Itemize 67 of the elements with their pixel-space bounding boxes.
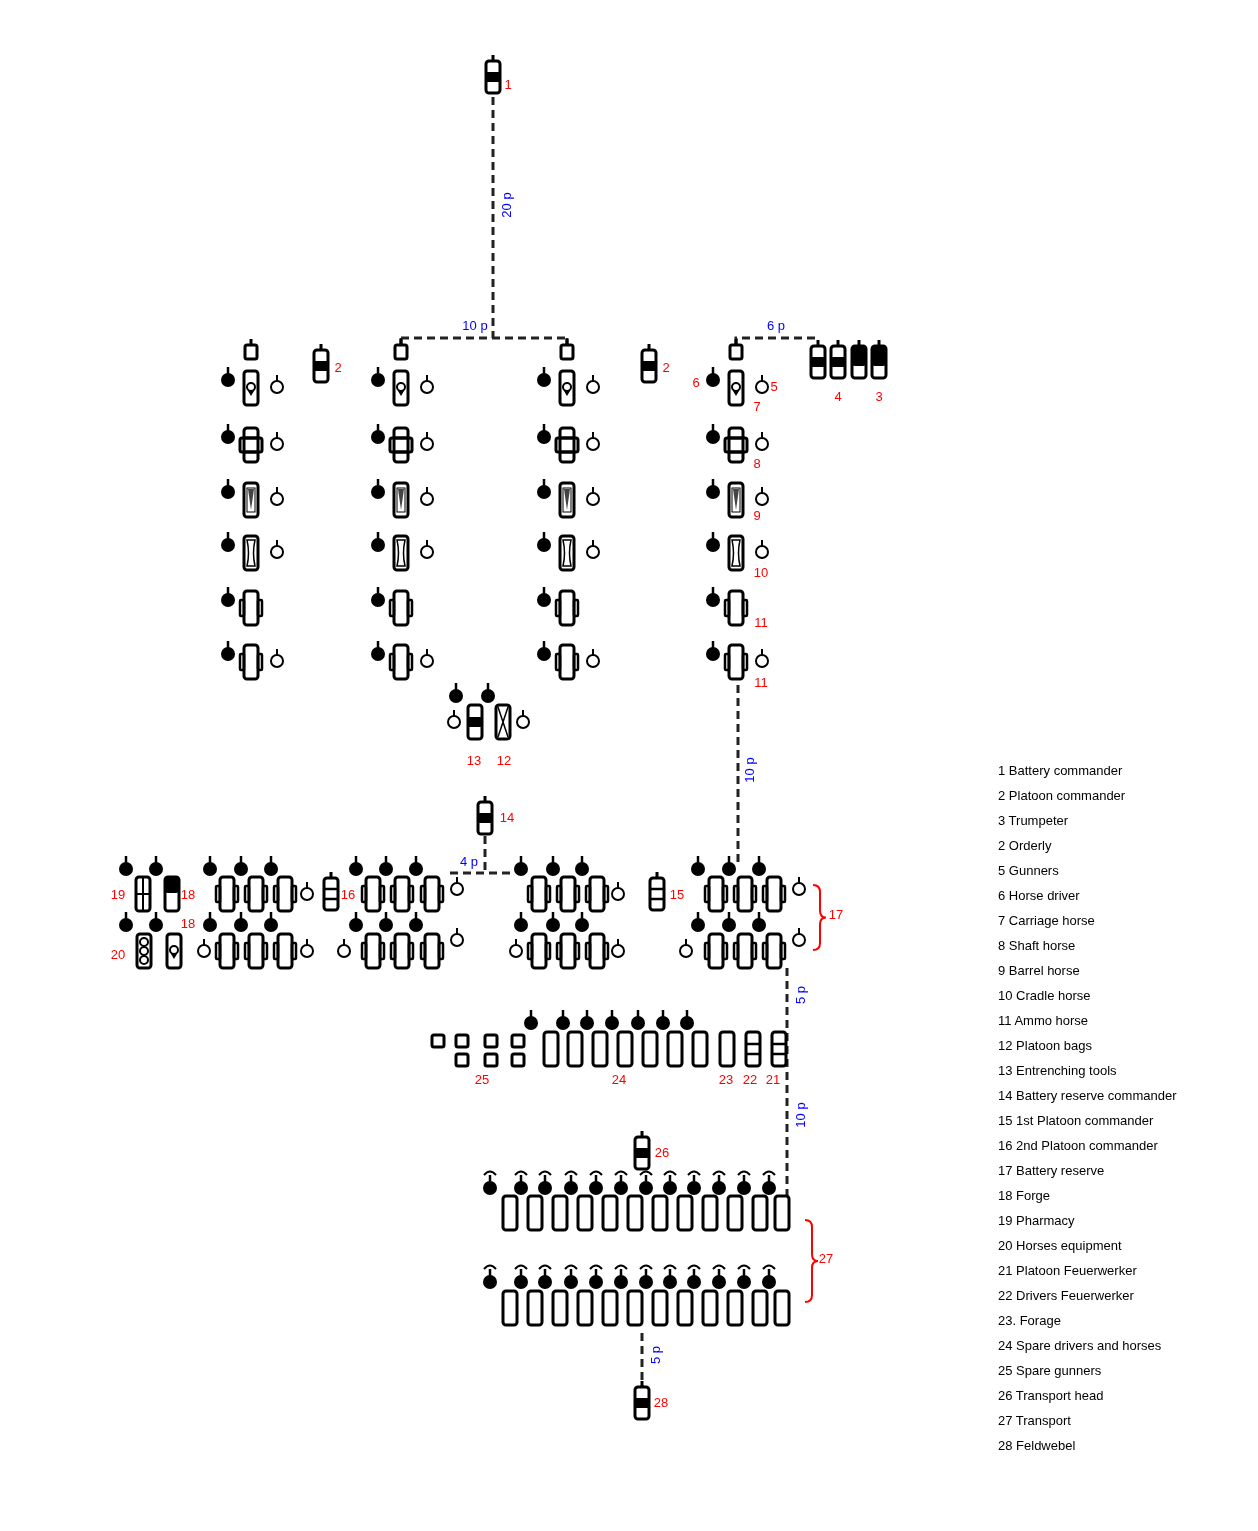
callout-number: 20: [110, 946, 126, 962]
distance-label: 5 p: [792, 985, 808, 1005]
callout-number: 11: [754, 674, 768, 690]
key-entry: 16 2nd Platoon commander: [998, 1137, 1158, 1153]
callout-number: 18: [180, 915, 196, 931]
key-entry: 7 Carriage horse: [998, 912, 1095, 928]
key-entry: 19 Pharmacy: [998, 1212, 1075, 1228]
callout-number: 6: [692, 374, 700, 390]
key-entry: 25 Spare gunners: [998, 1362, 1102, 1378]
key-entry: 27 Transport: [998, 1412, 1071, 1428]
distance-label: 6 p: [766, 317, 786, 333]
key-entry: 17 Battery reserve: [998, 1162, 1105, 1178]
callout-number: 16: [340, 886, 356, 902]
distance-label: 4 p: [459, 853, 479, 869]
callout-number: 24: [611, 1071, 627, 1087]
callout-number: 2: [662, 359, 670, 375]
key-entry: 12 Platoon bags: [998, 1037, 1092, 1053]
key-entry: 1 Battery commander: [998, 762, 1123, 778]
callout-number: 10: [753, 564, 769, 580]
callout-number: 9: [753, 507, 761, 523]
key-entry: 18 Forge: [998, 1187, 1051, 1203]
key-entry: 13 Entrenching tools: [998, 1062, 1117, 1078]
key-entry: 5 Gunners: [998, 862, 1059, 878]
callout-number: 21: [765, 1071, 781, 1087]
callout-number: 26: [654, 1144, 670, 1160]
callout-number: 12: [496, 752, 512, 768]
callout-number: 19: [110, 886, 126, 902]
callout-number: 11: [754, 614, 768, 630]
distance-label: 10 p: [462, 317, 488, 333]
key-entry: 28 Feldwebel: [998, 1437, 1076, 1453]
key-entry: 2 Orderly: [998, 837, 1052, 853]
key-entry: 15 1st Platoon commander: [998, 1112, 1154, 1128]
key-entry: 23. Forage: [998, 1312, 1061, 1328]
callout-number: 8: [753, 455, 761, 471]
key-entry: 26 Transport head: [998, 1387, 1104, 1403]
distance-label: 10 p: [741, 757, 757, 783]
callout-number: 28: [653, 1394, 669, 1410]
key-entry: 8 Shaft horse: [998, 937, 1076, 953]
callout-number: 17: [828, 906, 844, 922]
callout-number: 25: [474, 1071, 490, 1087]
callout-number: 14: [499, 809, 515, 825]
distance-label: 10 p: [792, 1102, 808, 1128]
callout-number: 18: [180, 886, 196, 902]
key-entry: 9 Barrel horse: [998, 962, 1080, 978]
key-entry: 11 Ammo horse: [998, 1012, 1089, 1028]
distance-label: 20 p: [498, 192, 514, 218]
key-entry: 24 Spare drivers and horses: [998, 1337, 1162, 1353]
callout-number: 1: [504, 76, 512, 92]
callout-number: 23: [718, 1071, 734, 1087]
key-entry: 22 Drivers Feuerwerker: [998, 1287, 1134, 1303]
callout-number: 7: [753, 398, 761, 414]
callout-number: 3: [875, 388, 883, 404]
key-entry: 20 Horses equipment: [998, 1237, 1122, 1253]
callout-number: 5: [770, 378, 778, 394]
key-entry: 3 Trumpeter: [998, 812, 1069, 828]
key-entry: 21 Platoon Feuerwerker: [998, 1262, 1137, 1278]
callout-number: 22: [742, 1071, 758, 1087]
callout-number: 15: [669, 886, 685, 902]
key-entry: 14 Battery reserve commander: [998, 1087, 1177, 1103]
callout-number: 2: [334, 359, 342, 375]
distance-label: 5 p: [647, 1345, 663, 1365]
key-entry: 6 Horse driver: [998, 887, 1080, 903]
callout-number: 13: [466, 752, 482, 768]
callout-number: 4: [834, 388, 842, 404]
key-entry: 2 Platoon commander: [998, 787, 1126, 803]
key-entry: 10 Cradle horse: [998, 987, 1091, 1003]
callout-number: 27: [818, 1250, 834, 1266]
